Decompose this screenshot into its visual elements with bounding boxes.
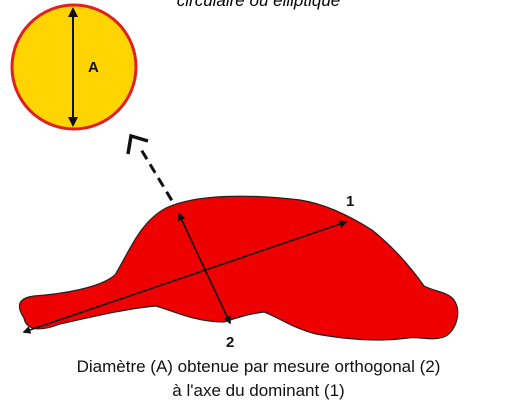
caption-line-2: à l'axe du dominant (1) bbox=[0, 381, 517, 401]
caption-line-1: Diamètre (A) obtenue par mesure orthogon… bbox=[0, 357, 517, 377]
elongated-shape bbox=[19, 196, 457, 340]
dashed-arrow-line bbox=[139, 146, 180, 214]
circle-label-a: A bbox=[88, 59, 99, 76]
dashed-arrow-head bbox=[128, 136, 148, 154]
axis-label-2: 2 bbox=[226, 334, 234, 351]
axis-label-1: 1 bbox=[346, 193, 354, 210]
